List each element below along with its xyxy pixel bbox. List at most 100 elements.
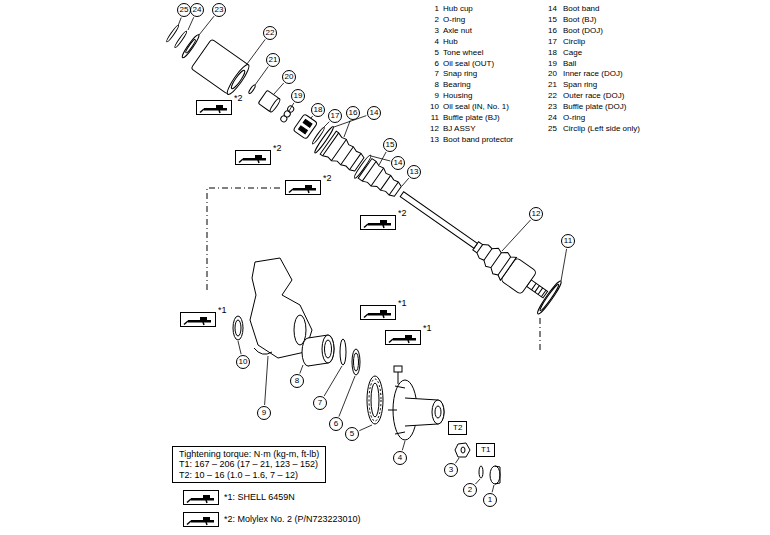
part-number: 6 <box>423 60 439 68</box>
driveshaft-assembly <box>248 84 256 94</box>
part-name: Boot (DOJ) <box>563 27 603 35</box>
hub-assembly <box>479 466 483 478</box>
leader-line <box>265 356 268 405</box>
part-number: 14 <box>541 5 557 13</box>
part-number: 7 <box>423 70 439 78</box>
driveshaft-assembly <box>358 159 405 202</box>
leader-line <box>359 425 372 431</box>
callout-text: 19 <box>294 92 303 100</box>
driveshaft-assembly <box>225 62 252 96</box>
part-number: 3 <box>423 27 439 35</box>
part-name: Circlip <box>563 38 585 46</box>
part-name: Buffle plate (BJ) <box>443 114 500 122</box>
callout-text: 25 <box>180 6 189 14</box>
callout-number: 22 <box>263 26 277 40</box>
leader-line <box>339 376 355 417</box>
callout-text: 8 <box>295 377 299 385</box>
part-number: 12 <box>423 125 439 133</box>
hub-assembly <box>325 340 332 358</box>
callout-text: 12 <box>532 210 541 218</box>
torque-key-box: T2 <box>448 421 467 435</box>
torque-heading: Tightening torque: N·m (kg-m, ft-lb) <box>179 449 319 459</box>
callout-number: 18 <box>311 103 325 117</box>
callout-number: 15 <box>383 138 397 152</box>
callout-text: 20 <box>285 73 294 81</box>
leader-line <box>247 39 265 64</box>
hub-assembly <box>254 348 272 354</box>
leader-line <box>475 479 480 484</box>
part-name: Boot band protector <box>443 136 513 144</box>
callout-number: 14 <box>391 156 405 170</box>
torque-key: T2 <box>453 423 462 432</box>
callout-text: 9 <box>262 409 266 417</box>
part-name: Buffle plate (DOJ) <box>563 103 626 111</box>
part-name: O-ring <box>563 114 585 122</box>
callout-text: 10 <box>239 358 248 366</box>
callout-text: 7 <box>318 399 322 407</box>
part-name: Hub <box>443 38 458 46</box>
grease-icon <box>361 216 396 230</box>
part-name: O-ring <box>443 16 465 24</box>
part-name: Snap ring <box>443 70 477 78</box>
driveshaft-assembly <box>287 105 295 113</box>
driveshaft-assembly <box>160 16 563 315</box>
grease-icon <box>361 306 396 320</box>
part-number: 23 <box>541 103 557 111</box>
callout-number: 7 <box>313 396 327 410</box>
leader-line <box>255 67 268 86</box>
driveshaft-assembly <box>174 30 188 48</box>
hub-assembly <box>455 443 470 457</box>
callout-text: 21 <box>269 56 278 64</box>
callout-text: 14 <box>394 159 403 167</box>
part-number: 20 <box>541 70 557 78</box>
grease-mark: *1 <box>218 306 227 315</box>
legend-text: *2: Molylex No. 2 (P/N723223010) <box>224 515 361 524</box>
part-name: Inner race (DOJ) <box>563 70 623 78</box>
part-name: Ball <box>563 60 576 68</box>
leader-line <box>178 18 181 27</box>
callout-text: 11 <box>564 237 572 245</box>
hub-assembly <box>233 316 243 340</box>
callout-number: 13 <box>407 165 421 179</box>
grease-icon <box>184 491 219 505</box>
callout-text: 24 <box>193 6 202 14</box>
hub-assembly <box>388 386 405 434</box>
callout-text: 17 <box>331 112 340 120</box>
leader-line <box>300 365 303 374</box>
callout-number: 23 <box>212 3 226 17</box>
leader-line <box>274 83 284 94</box>
part-name: Boot band <box>563 5 599 13</box>
hub-assembly <box>352 349 360 375</box>
part-number: 4 <box>423 38 439 46</box>
callout-number: 5 <box>345 427 359 441</box>
callout-number: 20 <box>282 70 296 84</box>
callout-number: 11 <box>561 234 575 248</box>
leader-line <box>238 341 241 354</box>
hub-assembly <box>369 379 381 421</box>
grease-mark: *2 <box>273 144 282 153</box>
hub-assembly <box>398 372 399 384</box>
leader-line <box>188 17 194 30</box>
torque-table: Tightening torque: N·m (kg-m, ft-lb)T1: … <box>172 446 326 483</box>
hub-assembly <box>250 258 312 358</box>
callout-text: 22 <box>266 29 275 37</box>
part-number: 13 <box>423 136 439 144</box>
driveshaft-assembly <box>269 98 281 113</box>
hub-assembly <box>435 406 441 418</box>
callout-number: 21 <box>266 53 280 67</box>
grease-icon <box>286 181 321 195</box>
part-number: 5 <box>423 49 439 57</box>
callout-number: 8 <box>290 374 304 388</box>
grease-icon <box>184 513 219 527</box>
part-name: Hub cup <box>443 5 473 13</box>
part-number: 2 <box>423 16 439 24</box>
reference-line <box>540 318 541 350</box>
hub-assembly <box>354 353 359 371</box>
callout-number: 16 <box>346 106 360 120</box>
part-name: Oil seal (OUT) <box>443 60 494 68</box>
driveshaft-assembly <box>185 39 197 54</box>
callout-number: 9 <box>257 406 271 420</box>
